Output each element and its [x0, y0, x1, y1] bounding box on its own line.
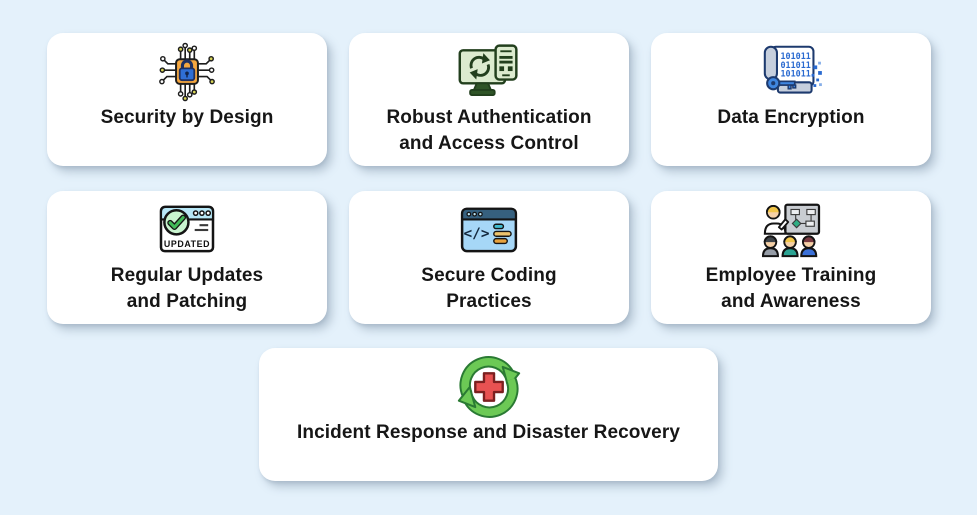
training-presentation-icon	[760, 198, 822, 262]
card-label: Regular Updates and Patching	[111, 263, 263, 314]
label-line: and Patching	[126, 290, 248, 312]
card-label: Data Encryption	[717, 105, 864, 131]
label-line: Data Encryption	[717, 107, 865, 128]
monitor-sync-icon	[456, 40, 522, 104]
card-label: Employee Training and Awareness	[706, 263, 877, 314]
label-line: Practices	[446, 290, 532, 312]
updated-browser-icon: UPDATED	[156, 198, 218, 262]
binary-scroll-key-icon: 101011 011011 101011	[763, 45, 822, 94]
circuit-lock-icon	[154, 40, 220, 104]
card-security-by-design: Security by Design	[47, 33, 327, 166]
card-incident-response: Incident Response and Disaster Recovery	[259, 348, 718, 481]
card-data-encryption: 101011 011011 101011 Da	[651, 33, 931, 166]
card-label: Security by Design	[101, 105, 274, 131]
binary-scroll-key-icon: 101011 011011 101011	[759, 40, 823, 104]
recovery-sync-cross-icon	[456, 355, 522, 419]
card-employee-training: Employee Training and Awareness	[651, 191, 931, 324]
label-line: Employee Training	[705, 265, 877, 286]
label-line: Secure Coding	[421, 265, 557, 286]
card-label: Secure Coding Practices	[421, 263, 556, 314]
card-robust-authentication: Robust Authentication and Access Control	[349, 33, 629, 166]
label-line: Robust Authentication	[386, 107, 592, 128]
svg-text:UPDATED: UPDATED	[164, 239, 210, 249]
card-secure-coding: </> Secure Coding Practices	[349, 191, 629, 324]
updated-browser-icon: UPDATED	[159, 205, 215, 253]
label-line: and Awareness	[721, 290, 861, 312]
code-window-icon: </>	[460, 207, 518, 253]
svg-text:011011: 011011	[780, 60, 810, 70]
label-line: and Access Control	[399, 132, 579, 154]
training-presentation-icon	[761, 203, 821, 258]
code-window-icon: </>	[459, 198, 519, 262]
label-line: Security by Design	[100, 107, 274, 128]
monitor-sync-icon	[458, 44, 518, 97]
label-line: Incident Response and Disaster Recovery	[297, 422, 680, 443]
card-label: Incident Response and Disaster Recovery	[297, 420, 680, 446]
svg-text:</>: </>	[464, 226, 490, 242]
card-regular-updates: UPDATED Regular Updates and Patching	[47, 191, 327, 324]
svg-text:101011: 101011	[780, 69, 810, 79]
label-line: Regular Updates	[110, 265, 264, 286]
circuit-lock-icon	[159, 42, 215, 102]
recovery-sync-cross-icon	[456, 356, 520, 419]
svg-text:101011: 101011	[780, 51, 810, 61]
card-label: Robust Authentication and Access Control	[386, 105, 591, 156]
